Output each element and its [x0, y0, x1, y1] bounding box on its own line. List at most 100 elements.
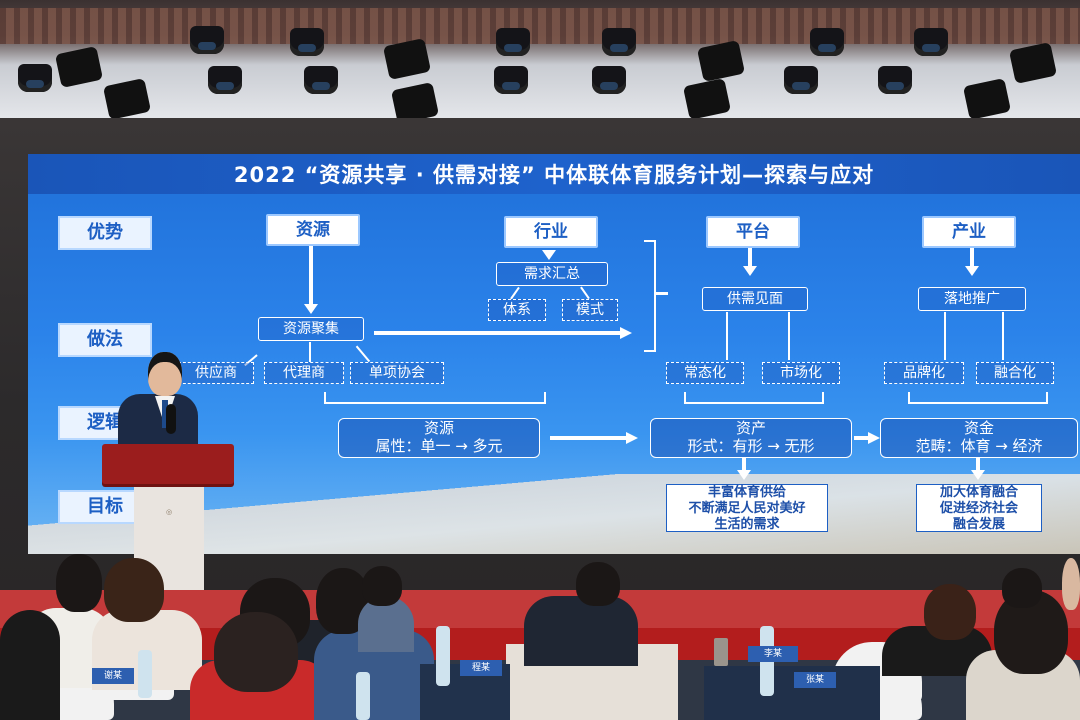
- logic-capital-title: 资金: [963, 419, 994, 437]
- connector-line: [374, 331, 620, 335]
- nameplate: 张某: [794, 672, 836, 688]
- arrow-down-icon: [971, 470, 985, 480]
- stage-light-icon: [592, 66, 626, 94]
- logic-capital-box: 资金 范畴：体育 → 经济: [880, 418, 1078, 458]
- demand-summary: 需求汇总: [496, 262, 608, 286]
- audience-member: [0, 610, 60, 720]
- stage-light-icon: [190, 26, 224, 54]
- nameplate: 谢某: [92, 668, 134, 684]
- integration-box: 融合化: [976, 362, 1054, 384]
- system-box: 体系: [488, 299, 546, 321]
- arrow-right-icon: [620, 327, 632, 339]
- agent-box: 代理商: [264, 362, 344, 384]
- nameplate: 程某: [460, 660, 502, 676]
- slide-title: 2022 “资源共享 · 供需对接” 中体联体育服务计划—探索与应对: [233, 163, 875, 187]
- stage-light-icon: [496, 28, 530, 56]
- stage-light-icon: [290, 28, 324, 56]
- header-industry: 行业: [504, 216, 598, 248]
- arrow-down-icon: [737, 470, 751, 480]
- presenter-tie: [162, 400, 168, 428]
- logic-resource-title: 资源: [423, 419, 454, 437]
- nameplate: 李某: [748, 646, 798, 662]
- goal-2-line: 加大体育融合: [939, 485, 1018, 500]
- logic-asset-box: 资产 形式：有形 → 无形: [650, 418, 852, 458]
- presenter-head: [148, 352, 182, 396]
- connector-line: [748, 248, 752, 268]
- goal-2-line: 促进经济社会: [939, 501, 1018, 516]
- logic-asset-title: 资产: [735, 419, 766, 437]
- podium-top: [102, 444, 234, 484]
- header-resource: 资源: [266, 214, 360, 246]
- bracket: [908, 392, 1048, 404]
- arrow-down-icon: [965, 266, 979, 276]
- bracket: [684, 392, 824, 404]
- stage-light-icon: [18, 64, 52, 92]
- marketization-box: 市场化: [762, 362, 840, 384]
- association-box: 单项协会: [350, 362, 444, 384]
- microphone-icon: [166, 404, 176, 434]
- arrow-down-icon: [304, 304, 318, 314]
- water-bottle-icon: [356, 672, 370, 720]
- connector-line: [550, 436, 626, 440]
- connector-line: [742, 458, 746, 472]
- stage-light-icon: [784, 66, 818, 94]
- stage-light-icon: [208, 66, 242, 94]
- goal-2-line: 融合发展: [952, 517, 1005, 532]
- goal-box-1: 丰富体育供给 不断满足人民对美好 生活的需求: [666, 484, 828, 532]
- audience-head: [104, 558, 164, 622]
- audience-head: [924, 584, 976, 640]
- goal-1-line: 不断满足人民对美好: [688, 501, 806, 516]
- connector-line: [510, 286, 520, 300]
- bracket: [324, 392, 546, 404]
- label-method: 做法: [58, 323, 152, 357]
- stage-light-icon: [810, 28, 844, 56]
- water-bottle-icon: [138, 650, 152, 698]
- stage-light-icon: [494, 66, 528, 94]
- stage-light-icon: [304, 66, 338, 94]
- goal-1-line: 生活的需求: [714, 517, 780, 532]
- podium-logo: ◎: [165, 508, 173, 516]
- arrow-right-icon: [626, 432, 638, 444]
- water-bottle-icon: [436, 626, 450, 686]
- resource-gather: 资源聚集: [258, 317, 364, 341]
- header-platform: 平台: [706, 216, 800, 248]
- connector-line: [976, 458, 980, 472]
- cup-icon: [714, 638, 728, 666]
- goal-1-line: 丰富体育供给: [707, 485, 786, 500]
- bracket: [644, 240, 656, 352]
- connector-line: [580, 286, 590, 300]
- connector-line: [309, 342, 311, 362]
- connector-line: [656, 292, 668, 295]
- audience-head: [1062, 558, 1080, 610]
- slide-title-band: [28, 154, 1080, 194]
- arrow-down-icon: [542, 250, 556, 260]
- connector-line: [944, 312, 946, 360]
- audience-head: [1002, 568, 1042, 608]
- logic-resource-box: 资源 属性：单一 → 多元: [338, 418, 540, 458]
- logic-asset-form: 形式：有形 → 无形: [687, 437, 815, 455]
- branding-box: 品牌化: [884, 362, 964, 384]
- connector-line: [726, 312, 728, 360]
- audience-head: [362, 566, 402, 606]
- connector-line: [788, 312, 790, 360]
- model-box: 模式: [562, 299, 618, 321]
- table: [704, 666, 880, 720]
- label-advantage: 优势: [58, 216, 152, 250]
- connector-line: [970, 248, 974, 268]
- header-production: 产业: [922, 216, 1016, 248]
- connector-line: [854, 436, 868, 440]
- supplier-box: 供应商: [178, 362, 254, 384]
- normalization-box: 常态化: [666, 362, 744, 384]
- stage-light-icon: [602, 28, 636, 56]
- lighting-truss: [0, 8, 1080, 44]
- arrow-right-icon: [868, 432, 880, 444]
- landing-promotion: 落地推广: [918, 287, 1026, 311]
- connector-line: [309, 246, 313, 306]
- connector-line: [1002, 312, 1004, 360]
- connector-line: [355, 345, 370, 363]
- logic-capital-scope: 范畴：体育 → 经济: [915, 437, 1043, 455]
- stage-light-icon: [878, 66, 912, 94]
- stage-light-icon: [914, 28, 948, 56]
- audience-member: [524, 596, 638, 666]
- audience-head: [576, 562, 620, 606]
